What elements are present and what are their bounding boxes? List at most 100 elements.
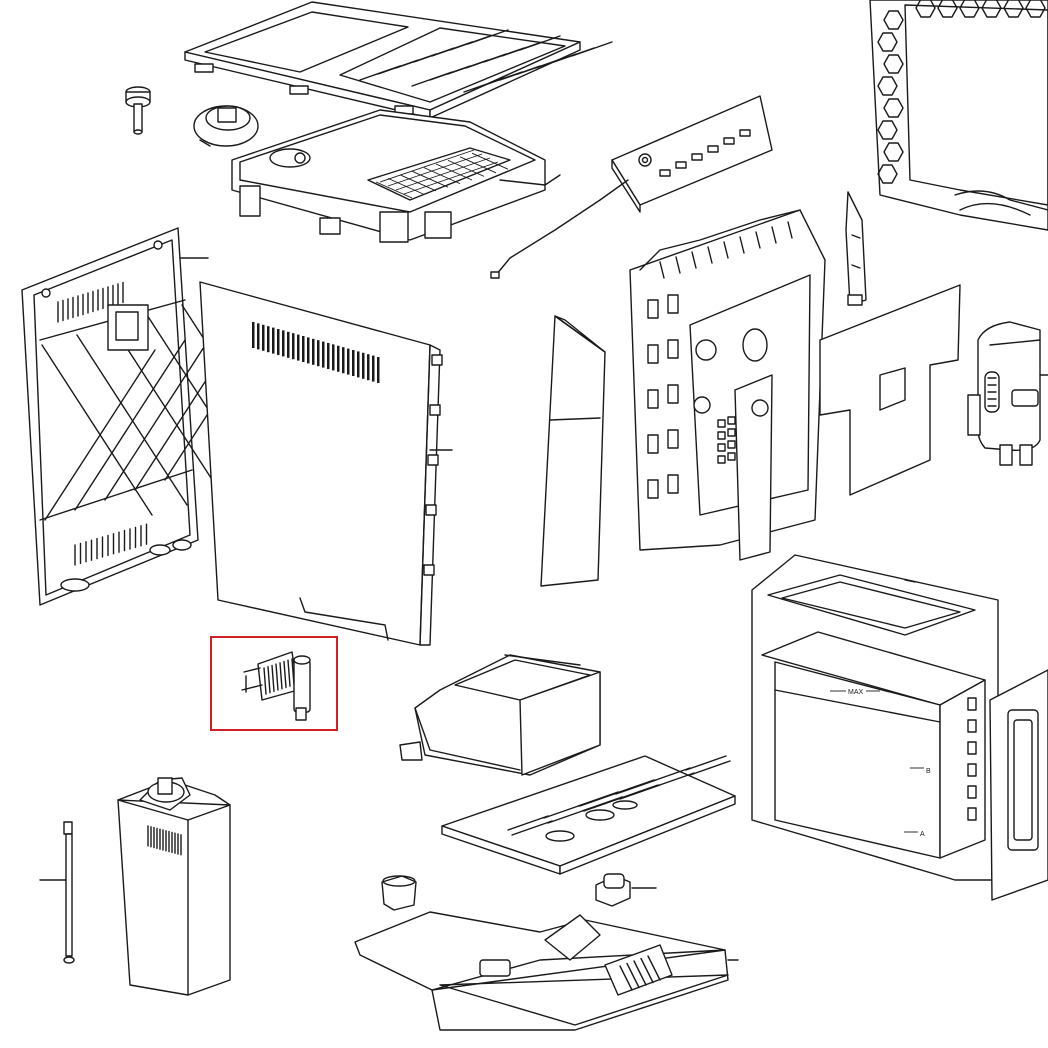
sensor-fin xyxy=(279,662,283,690)
vent-slot xyxy=(352,350,355,376)
tank-level-a-label: A xyxy=(920,831,925,838)
insulation-sheet[interactable] xyxy=(819,284,961,496)
tank-rib xyxy=(967,741,977,755)
grille-slot xyxy=(685,755,727,771)
tray-rib xyxy=(633,960,647,986)
sensor-fin xyxy=(271,664,275,693)
vent-slot xyxy=(332,344,335,371)
internal-chassis[interactable] xyxy=(629,209,826,561)
board-chip xyxy=(675,161,687,169)
left-side-panel[interactable] xyxy=(21,227,293,606)
board-chip xyxy=(707,145,719,153)
board-chip xyxy=(723,137,735,145)
lattice-line xyxy=(41,344,153,516)
grille-slot xyxy=(653,772,695,788)
vent-slot xyxy=(362,352,365,379)
tray-rib xyxy=(640,957,654,984)
grind-knob[interactable] xyxy=(125,86,151,135)
lid-slot xyxy=(519,35,561,51)
lattice-line xyxy=(76,334,188,506)
vent-slot xyxy=(277,329,280,355)
tank-level-b-label: B xyxy=(926,768,931,775)
lattice-line xyxy=(74,339,186,511)
drip-tray[interactable] xyxy=(354,911,739,1031)
vent-slot xyxy=(252,322,255,348)
board-chip xyxy=(659,169,671,177)
grille-slot xyxy=(579,791,621,807)
grinder-dial[interactable] xyxy=(193,105,259,147)
small-cap-right[interactable] xyxy=(595,873,657,907)
chassis-tooth xyxy=(787,221,793,239)
grille-slot xyxy=(547,808,589,824)
front-door-partial[interactable] xyxy=(989,669,1048,901)
vent-slot xyxy=(287,331,290,358)
spout-tube[interactable] xyxy=(39,821,75,964)
vent-slot xyxy=(327,343,330,369)
steam-module[interactable] xyxy=(967,321,1048,466)
tank-rib xyxy=(967,785,977,799)
hopper-grid-line xyxy=(471,152,509,170)
tank-rib xyxy=(967,697,977,711)
vent-slot xyxy=(372,355,375,382)
hex-cell xyxy=(959,0,980,18)
control-board[interactable] xyxy=(490,95,773,279)
vent-slot xyxy=(292,333,295,360)
grille-slot xyxy=(543,803,585,819)
front-frame-panel[interactable] xyxy=(869,0,1048,231)
hopper-grid-line xyxy=(375,181,413,199)
chassis-slot xyxy=(667,429,679,449)
narrow-bracket[interactable] xyxy=(845,191,867,306)
chassis-slot xyxy=(647,479,659,499)
tank-rib xyxy=(967,807,977,821)
chassis-cell xyxy=(727,416,736,425)
hopper-grid-line xyxy=(395,157,491,191)
narrow-front-panel[interactable] xyxy=(540,315,606,587)
drip-tray-grille[interactable] xyxy=(441,755,736,875)
water-filter-cartridge[interactable] xyxy=(117,777,231,996)
chassis-tooth xyxy=(739,236,745,254)
bean-hopper[interactable] xyxy=(231,109,561,243)
top-grille-lid[interactable] xyxy=(184,1,613,119)
vent-slot xyxy=(272,327,275,354)
tray-rib xyxy=(626,962,640,989)
right-side-cover[interactable] xyxy=(199,281,453,646)
lid-slot xyxy=(571,41,613,57)
chassis-cell xyxy=(717,419,726,428)
vent-slot xyxy=(312,338,315,365)
hex-cell xyxy=(883,98,904,118)
hopper-grid-line xyxy=(423,167,461,185)
grille-slot xyxy=(583,796,625,812)
sensor-fin xyxy=(275,663,279,691)
chassis-tooth xyxy=(723,241,729,259)
lattice-line xyxy=(111,324,223,496)
grille-slot xyxy=(615,779,657,795)
hopper-grid-line xyxy=(379,149,475,183)
water-level-sensor[interactable] xyxy=(241,651,311,721)
water-tank-assembly[interactable]: MAX B A xyxy=(751,554,999,881)
chassis-tooth xyxy=(771,226,777,244)
selection-highlight-box xyxy=(210,636,338,731)
hopper-grid-line xyxy=(387,153,483,187)
chassis-cell xyxy=(727,440,736,449)
hex-cell xyxy=(937,0,958,18)
vent-slot xyxy=(337,345,340,372)
grounds-container[interactable] xyxy=(399,654,601,776)
chassis-tooth xyxy=(755,231,761,249)
chassis-cell xyxy=(727,428,736,437)
lattice-line xyxy=(44,349,156,521)
lid-slot xyxy=(467,29,509,45)
grille-slot xyxy=(511,820,553,836)
board-chip xyxy=(739,129,751,137)
chassis-tooth xyxy=(707,246,713,264)
vent-slot xyxy=(282,330,285,357)
chassis-slot xyxy=(667,474,679,494)
vent-slot xyxy=(367,354,370,381)
vent-slot xyxy=(307,337,310,364)
tank-max-label: MAX xyxy=(848,689,864,696)
chassis-cell xyxy=(717,443,726,452)
chassis-slot xyxy=(667,384,679,404)
highlighted-part-group[interactable] xyxy=(210,636,338,731)
vent-slot xyxy=(297,334,300,361)
small-cap-left[interactable] xyxy=(381,875,417,911)
